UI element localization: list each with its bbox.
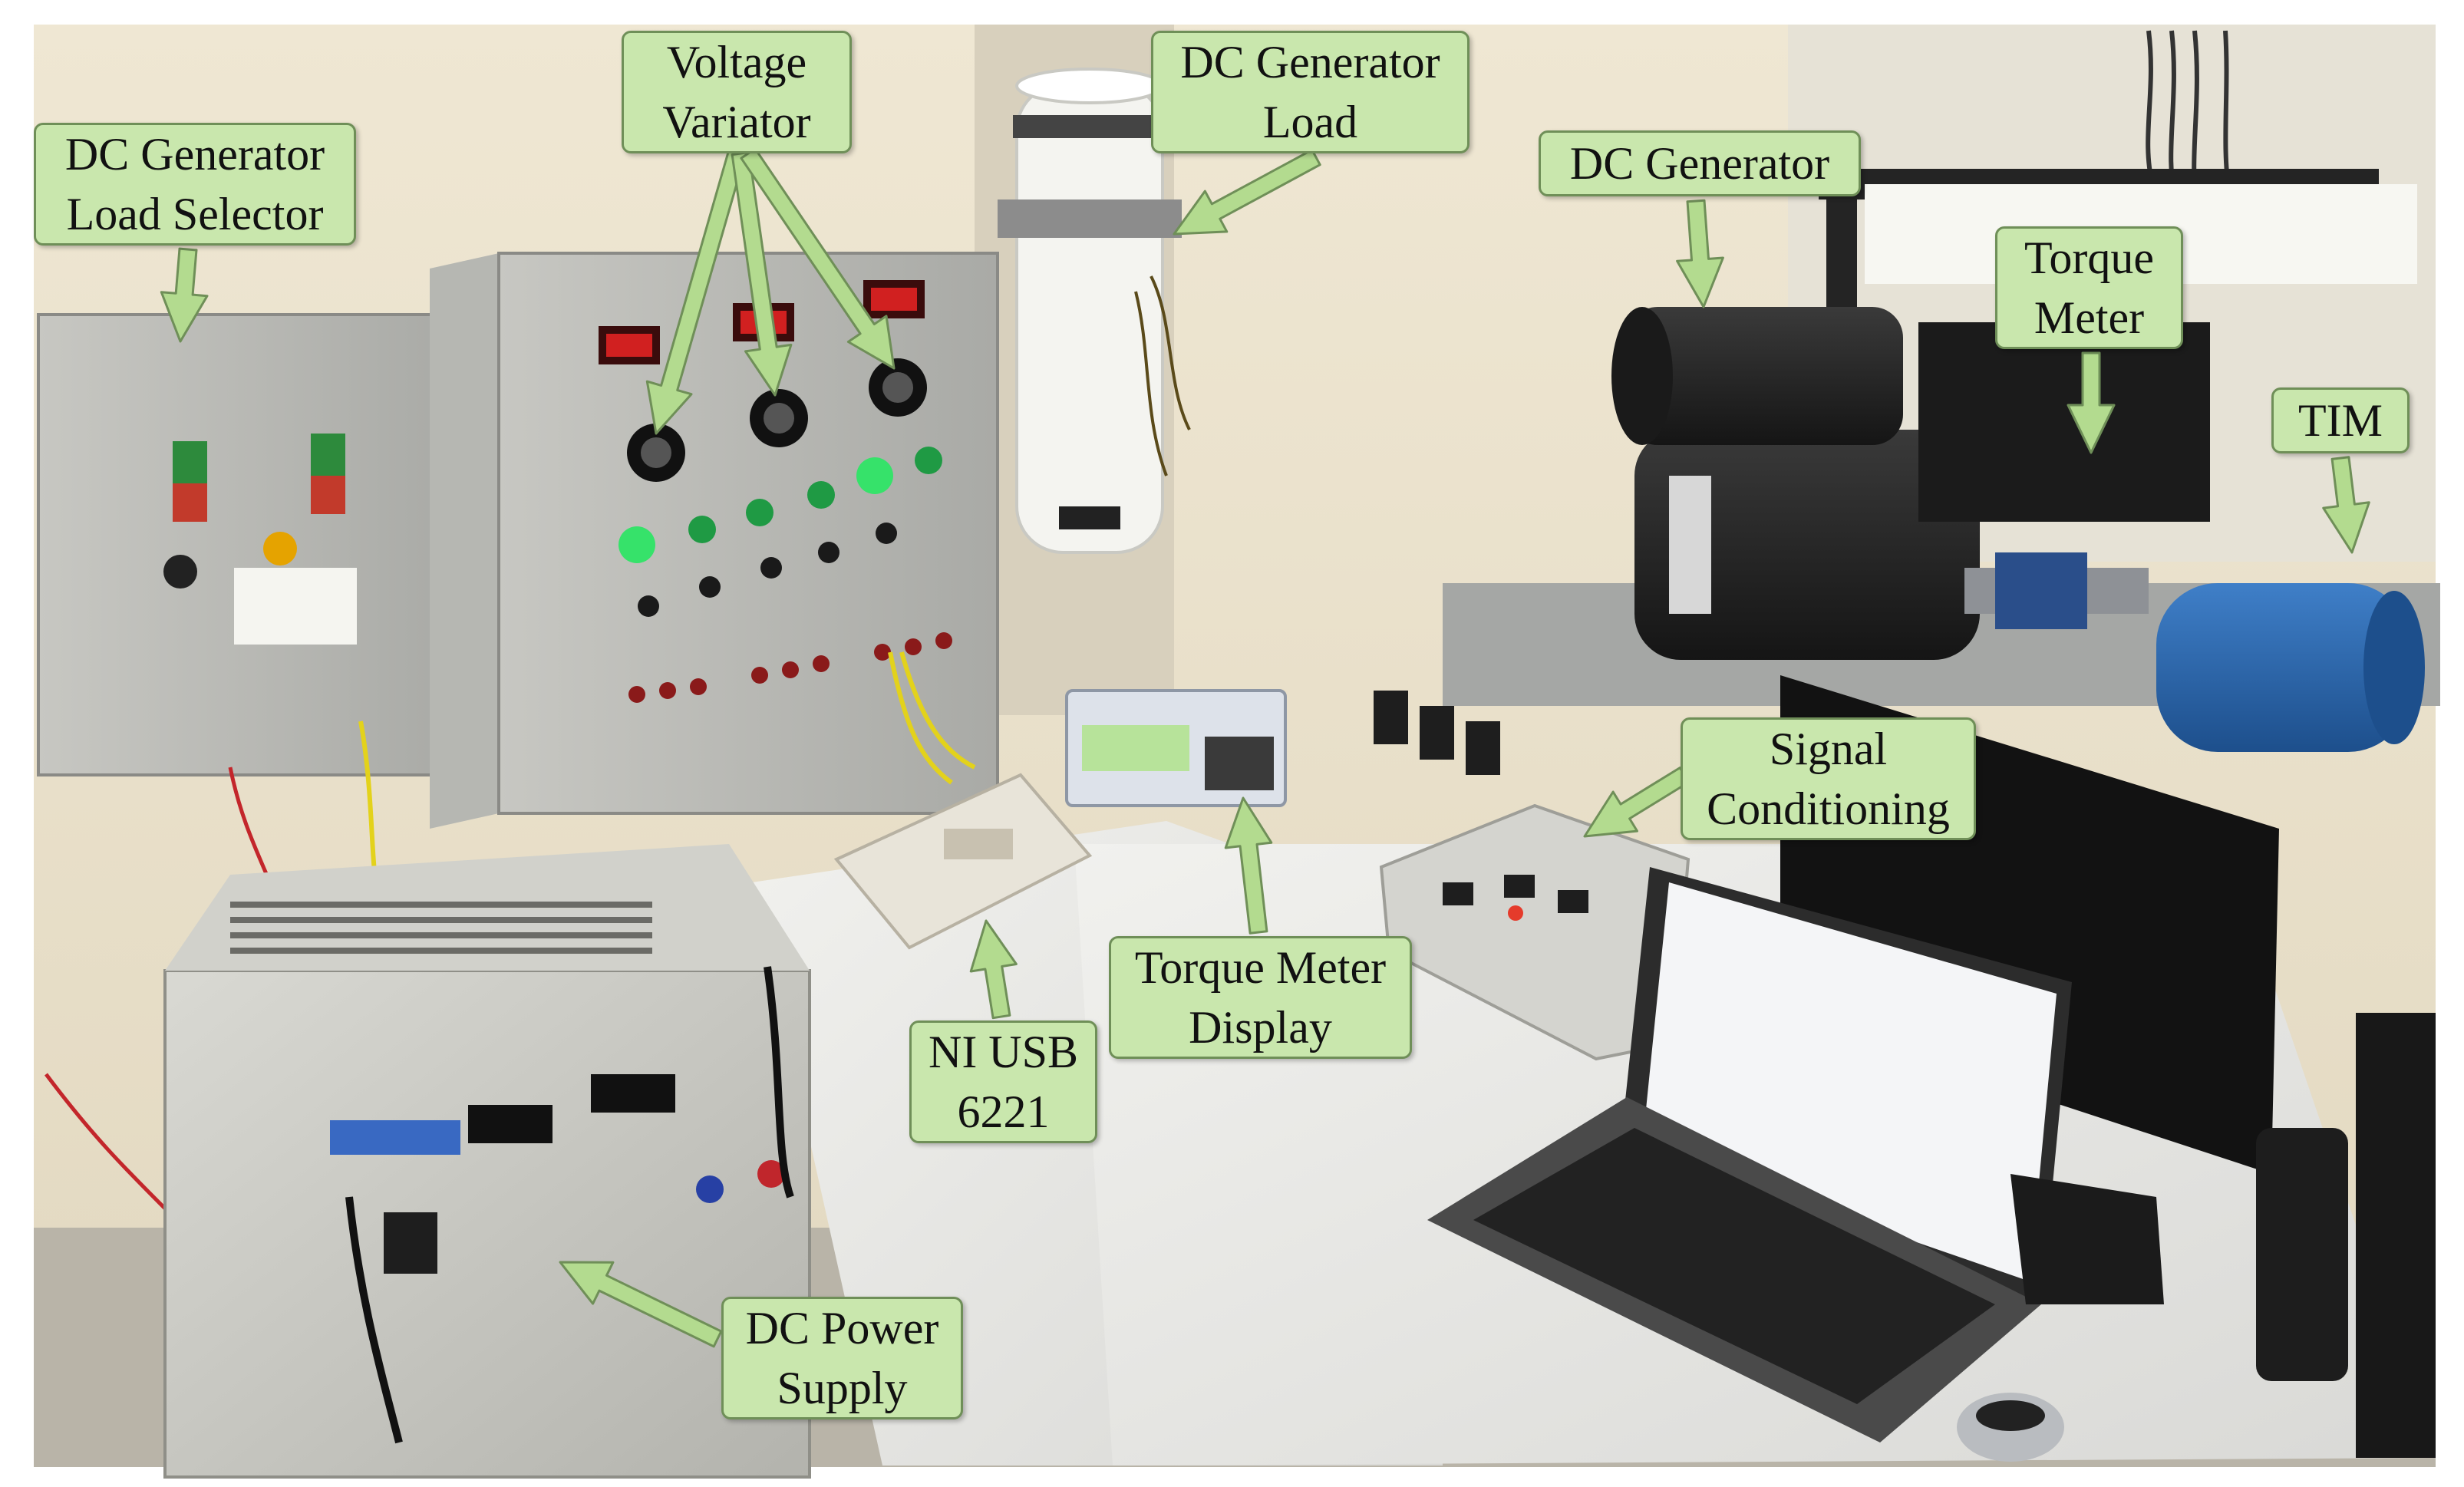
label-torque-meter: Torque Meter bbox=[1995, 226, 2183, 349]
label-line: Torque Meter bbox=[1134, 942, 1387, 993]
label-line: DC Generator bbox=[64, 129, 325, 180]
label-line: Torque bbox=[2024, 232, 2155, 283]
label-line: DC Power bbox=[745, 1303, 939, 1353]
label-dc-generator-load: DC Generator Load bbox=[1151, 31, 1469, 153]
label-line: Variator bbox=[662, 97, 811, 147]
label-line: Signal bbox=[1769, 724, 1888, 774]
label-line: TIM bbox=[2298, 395, 2383, 446]
label-signal-conditioning: Signal Conditioning bbox=[1681, 717, 1976, 840]
label-line: Voltage bbox=[666, 37, 807, 87]
label-line: DC Generator bbox=[1180, 37, 1440, 87]
label-line: Load Selector bbox=[66, 189, 324, 239]
label-line: Meter bbox=[2034, 292, 2145, 343]
label-dc-generator: DC Generator bbox=[1539, 130, 1861, 196]
label-line: Display bbox=[1189, 1002, 1332, 1053]
label-line: Load bbox=[1262, 97, 1358, 147]
label-line: DC Generator bbox=[1569, 138, 1830, 189]
label-dc-generator-load-selector: DC Generator Load Selector bbox=[34, 123, 356, 246]
label-dc-power-supply: DC Power Supply bbox=[721, 1297, 963, 1419]
label-tim: TIM bbox=[2271, 387, 2410, 453]
label-voltage-variator: Voltage Variator bbox=[622, 31, 852, 153]
label-ni-usb-6221: NI USB 6221 bbox=[909, 1020, 1097, 1143]
label-line: NI USB bbox=[928, 1027, 1079, 1077]
label-line: Conditioning bbox=[1707, 783, 1950, 834]
label-line: Supply bbox=[777, 1363, 908, 1413]
label-line: 6221 bbox=[957, 1086, 1050, 1137]
label-torque-meter-display: Torque Meter Display bbox=[1109, 936, 1412, 1059]
